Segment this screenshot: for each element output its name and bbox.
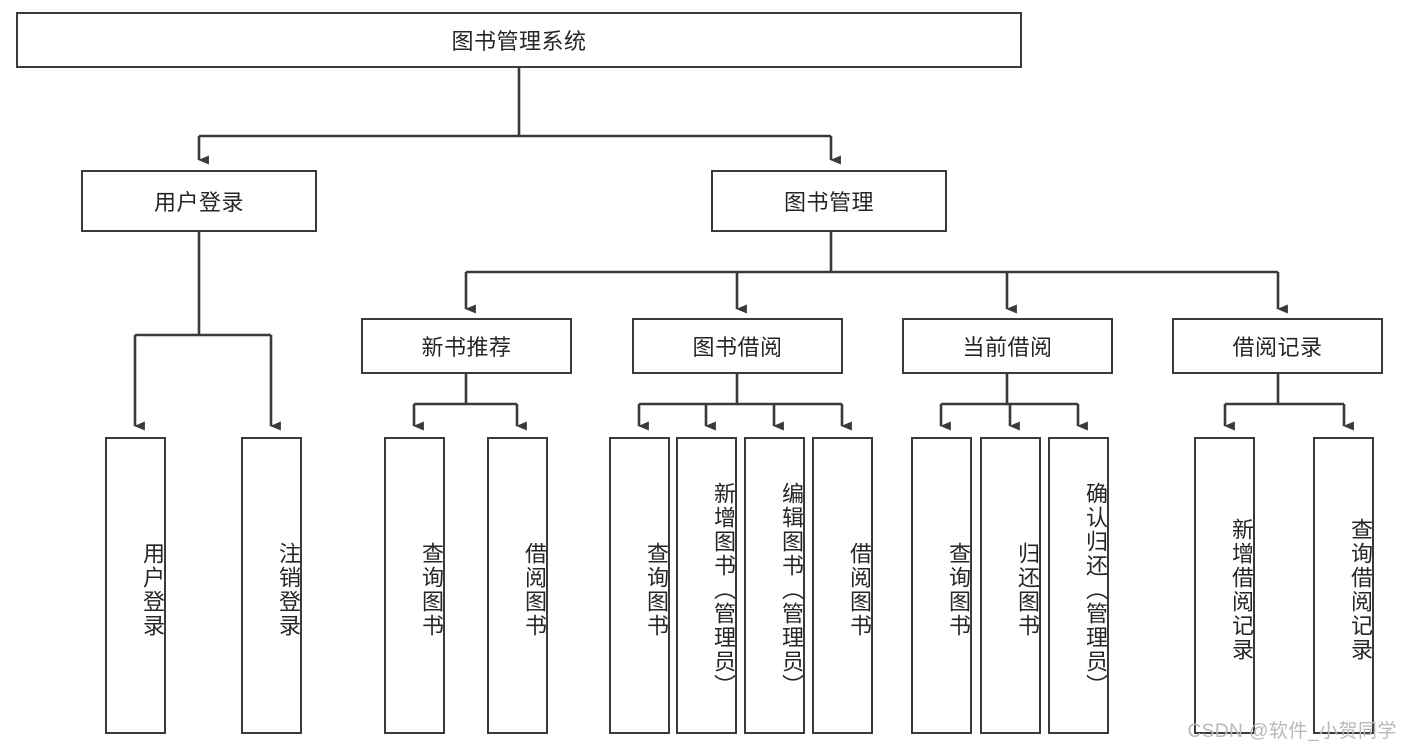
node-user-login[interactable]: 用户登录 — [81, 170, 317, 232]
node-book-management[interactable]: 图书管理 — [711, 170, 947, 232]
node-leaf-logout[interactable]: 注销登录 — [241, 437, 302, 734]
watermark-text: CSDN @软件_小贺同学 — [1187, 721, 1397, 742]
node-leaf-edit-book-admin[interactable]: 编辑图书（管理员） — [744, 437, 805, 734]
node-label: 编辑图书（管理员） — [779, 481, 804, 698]
node-leaf-borrow-book-recommend[interactable]: 借阅图书 — [487, 437, 548, 734]
node-leaf-return-book[interactable]: 归还图书 — [980, 437, 1041, 734]
node-leaf-query-book-recommend[interactable]: 查询图书 — [384, 437, 445, 734]
node-label: 借阅图书 — [847, 541, 872, 638]
node-label: 图书借阅 — [692, 335, 783, 360]
node-label: 当前借阅 — [962, 335, 1053, 360]
node-label: 借阅记录 — [1232, 335, 1323, 360]
node-label: 新书推荐 — [421, 335, 512, 360]
node-label: 查询图书 — [946, 541, 971, 638]
node-root-system[interactable]: 图书管理系统 — [16, 12, 1022, 68]
node-label: 归还图书 — [1015, 541, 1040, 638]
node-leaf-borrow-book[interactable]: 借阅图书 — [812, 437, 873, 734]
node-label: 图书管理 — [783, 190, 874, 215]
node-current-borrow[interactable]: 当前借阅 — [902, 318, 1113, 374]
node-label: 图书管理系统 — [451, 29, 587, 54]
node-leaf-add-book-admin[interactable]: 新增图书（管理员） — [676, 437, 737, 734]
node-label: 新增借阅记录 — [1229, 517, 1254, 662]
node-label: 用户登录 — [140, 541, 165, 638]
node-label: 注销登录 — [276, 541, 301, 638]
node-label: 查询借阅记录 — [1348, 517, 1373, 662]
node-label: 查询图书 — [419, 541, 444, 638]
node-leaf-user-login[interactable]: 用户登录 — [105, 437, 166, 734]
node-leaf-query-book-borrow[interactable]: 查询图书 — [609, 437, 670, 734]
node-leaf-confirm-return-admin[interactable]: 确认归还（管理员） — [1048, 437, 1109, 734]
node-borrow-record[interactable]: 借阅记录 — [1172, 318, 1383, 374]
node-label: 新增图书（管理员） — [711, 481, 736, 698]
node-leaf-query-book-current[interactable]: 查询图书 — [911, 437, 972, 734]
node-label: 查询图书 — [644, 541, 669, 638]
node-label: 借阅图书 — [522, 541, 547, 638]
node-leaf-query-borrow-record[interactable]: 查询借阅记录 — [1313, 437, 1374, 734]
node-new-book-recommend[interactable]: 新书推荐 — [361, 318, 572, 374]
node-label: 确认归还（管理员） — [1083, 481, 1108, 698]
node-leaf-add-borrow-record[interactable]: 新增借阅记录 — [1194, 437, 1255, 734]
node-label: 用户登录 — [153, 190, 244, 215]
node-book-borrow[interactable]: 图书借阅 — [632, 318, 843, 374]
